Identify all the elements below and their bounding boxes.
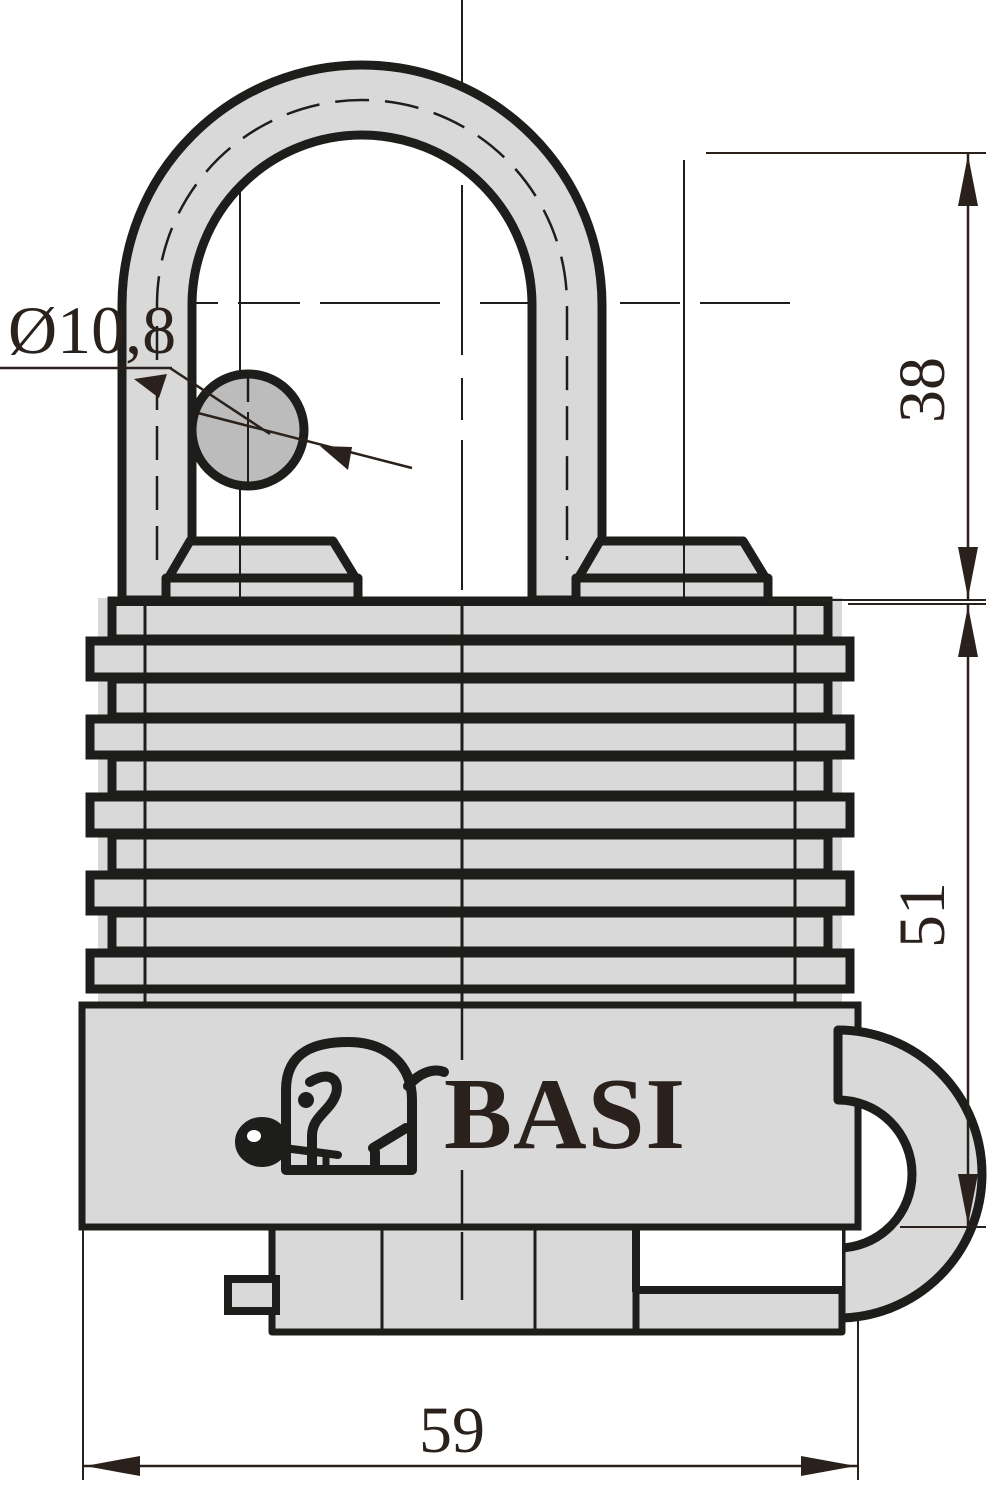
body-wide-plates [107,596,833,956]
diameter-label: Ø10,8 [8,292,176,368]
dim59-label: 59 [419,1394,485,1467]
diameter-leader-group: Ø10,8 [0,292,413,470]
dimension-51-group: 51 [848,603,986,1228]
plate-narrow-5 [85,948,855,994]
dimension-59-group: 59 [82,1230,859,1480]
basi-wordmark: BASI [444,1058,686,1171]
dim38-label: 38 [886,357,959,423]
leader-arrow-right [320,446,352,470]
plate-narrow-1 [85,636,855,682]
dim51-arrow-top [958,606,978,657]
bottom-cover-group: BASI [78,1001,862,1231]
right-hook-bracket [833,1025,987,1323]
key-bow-hole [247,1130,261,1142]
laminated-body-group [85,596,855,1008]
plate-narrow-3 [85,792,855,838]
dim51-label: 51 [886,882,959,948]
key-bits [308,1153,330,1171]
leader-arrow-left [134,374,167,398]
elephant-with-key-logo [235,1037,449,1175]
shackle-hole-group [187,369,309,491]
dim38-arrow-top [958,155,978,206]
key-shaft [280,1144,342,1159]
elephant-tail [403,1065,449,1091]
dim51-arrow-bottom [958,1174,978,1225]
plate-wide-5 [107,908,833,956]
dim38-arrow-bottom [958,547,978,598]
plate-wide-2 [107,674,833,722]
dimension-38-group: 38 [706,152,986,601]
elephant-leg-brace [368,1123,411,1153]
body-narrow-plates [85,636,855,994]
plate-wide-1 [107,596,833,644]
shackle-group [117,60,607,605]
shackle-collars [161,536,773,615]
plate-wide-3 [107,752,833,800]
plate-narrow-2 [85,714,855,760]
plate-narrow-4 [85,870,855,916]
elephant-trunk [305,1071,342,1175]
shackle-outline [117,60,607,605]
dim59-arrow-left [85,1456,140,1476]
body-top-edge [112,598,828,606]
bottom-cover-plate [78,1001,862,1231]
leader-line-right [197,411,413,470]
cylinder-section-group [85,1223,855,1336]
shackle-centerline-arc [155,98,569,560]
dim59-arrow-right [801,1456,856,1476]
cylinder-left-tab [224,1275,280,1315]
plate-wide-4 [107,830,833,878]
elephant-eye [298,1092,314,1108]
key-bow [235,1117,289,1167]
hook-bracket-outline [833,1025,987,1323]
cylinder-cutout [636,1227,842,1290]
leader-line-left [169,366,271,436]
